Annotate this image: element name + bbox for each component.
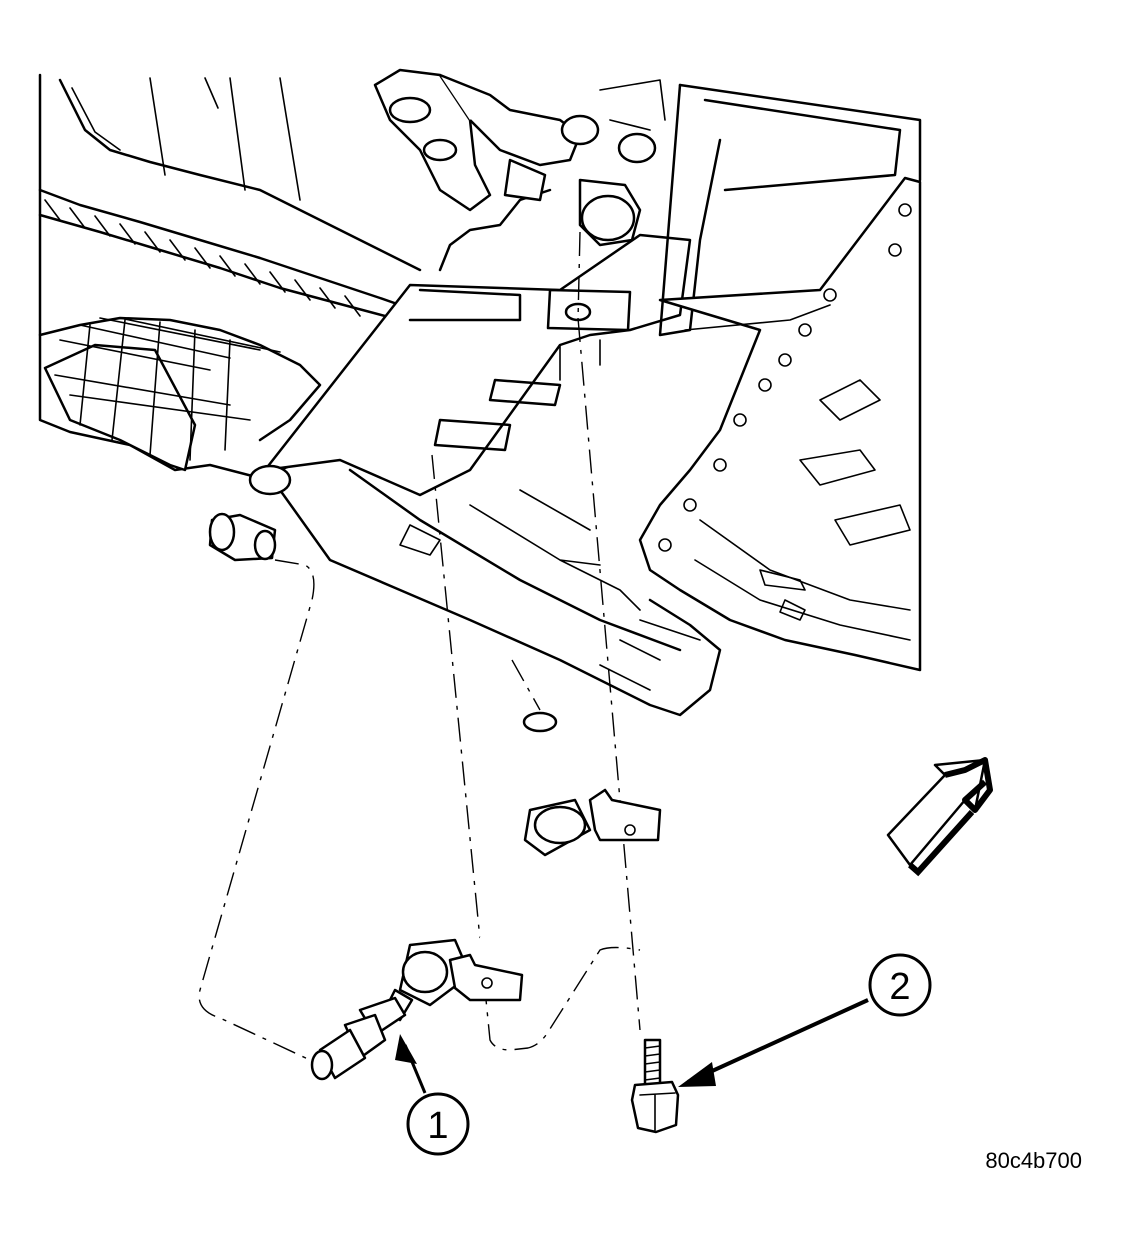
figure-code: 80c4b700 — [985, 1148, 1082, 1173]
hose-connector-stub — [208, 464, 292, 562]
callout-2-label: 2 — [889, 966, 910, 1008]
oil-pan — [638, 83, 922, 672]
callout-2: 2 — [868, 953, 932, 1017]
lower-case — [278, 468, 722, 717]
ribbed-flange — [44, 199, 361, 317]
leader-arrows — [395, 998, 869, 1094]
upper-fittings — [373, 68, 666, 247]
crossmember-bracket — [263, 188, 692, 497]
pan-bolts — [658, 203, 912, 552]
forward-arrow-icon — [886, 757, 993, 877]
callout-1: 1 — [406, 1092, 470, 1156]
cooler-line-tube — [310, 711, 662, 1081]
bolt — [630, 1038, 680, 1134]
callout-1-label: 1 — [427, 1105, 448, 1147]
hatched-panel — [54, 317, 281, 461]
transmission-assembly — [38, 68, 922, 717]
alignment-lines — [198, 231, 641, 1061]
